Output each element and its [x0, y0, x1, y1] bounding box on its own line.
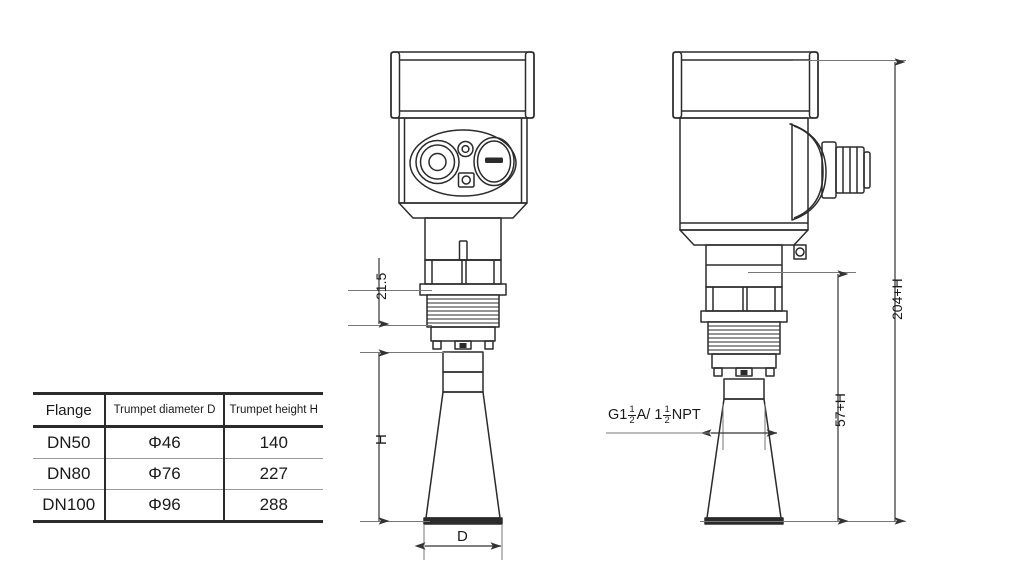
column-header-trumpet-diameter: Trumpet diameter D — [105, 392, 225, 428]
fraction-denominator: 2 — [663, 414, 671, 426]
thread-specification-label: G1 1 2 A/ 1 1 2 NPT — [608, 405, 701, 425]
front-view-dimensions — [348, 290, 503, 560]
cell-diameter: Φ76 — [105, 458, 225, 490]
table-row: DN80 Φ76 227 — [33, 458, 323, 490]
fraction-numerator: 1 — [629, 404, 635, 415]
thread-fraction-second: 1 2 — [663, 404, 671, 426]
column-header-trumpet-height: Trumpet height H — [223, 392, 323, 428]
dimension-label-neck-height: 21.5 — [373, 272, 389, 300]
side-neck — [705, 244, 783, 312]
cell-height: 140 — [223, 426, 323, 459]
cell-diameter: Φ96 — [105, 489, 225, 523]
table-header-row: Flange Trumpet diameter D Trumpet height… — [33, 392, 323, 428]
table-row: DN100 Φ96 288 — [33, 489, 323, 523]
table-row: DN50 Φ46 140 — [33, 426, 323, 459]
side-enclosure-body — [679, 117, 809, 246]
fraction-denominator: 2 — [628, 414, 636, 426]
side-cable-gland — [789, 123, 871, 221]
dimension-label-horn-diameter: D — [457, 528, 468, 545]
cell-diameter: Φ46 — [105, 426, 225, 459]
dimension-label-lower-height: 57+H — [832, 393, 848, 427]
side-process-connection — [700, 310, 788, 377]
side-horn-antenna — [704, 378, 784, 525]
thread-suffix: NPT — [671, 406, 701, 423]
cell-height: 288 — [223, 489, 323, 523]
dimension-label-total-height: 204+H — [889, 278, 905, 320]
thread-fraction-first: 1 2 — [628, 404, 636, 426]
specification-table: Flange Trumpet diameter D Trumpet height… — [33, 392, 323, 523]
fraction-numerator: 1 — [664, 404, 670, 415]
front-horn-antenna — [423, 351, 503, 525]
front-neck — [424, 217, 502, 285]
side-sunshade — [672, 51, 819, 119]
side-view-dimension-arrows — [606, 58, 906, 525]
side-view-geometry — [672, 51, 871, 525]
cell-flange: DN80 — [33, 458, 107, 490]
dimension-label-horn-height: H — [373, 434, 390, 445]
front-view-dimension-arrows — [378, 258, 502, 550]
front-faceplate — [409, 129, 517, 197]
thread-prefix: G1 — [608, 406, 628, 423]
side-mounting-tab — [793, 244, 807, 260]
front-process-connection — [419, 283, 507, 350]
front-sunshade — [390, 51, 535, 119]
cell-flange: DN50 — [33, 426, 107, 459]
column-header-flange: Flange — [33, 392, 107, 428]
cell-flange: DN100 — [33, 489, 107, 523]
front-view-geometry — [390, 51, 535, 525]
thread-middle: A/ 1 — [636, 406, 663, 423]
cell-height: 227 — [223, 458, 323, 490]
front-enclosure-body — [398, 117, 528, 219]
